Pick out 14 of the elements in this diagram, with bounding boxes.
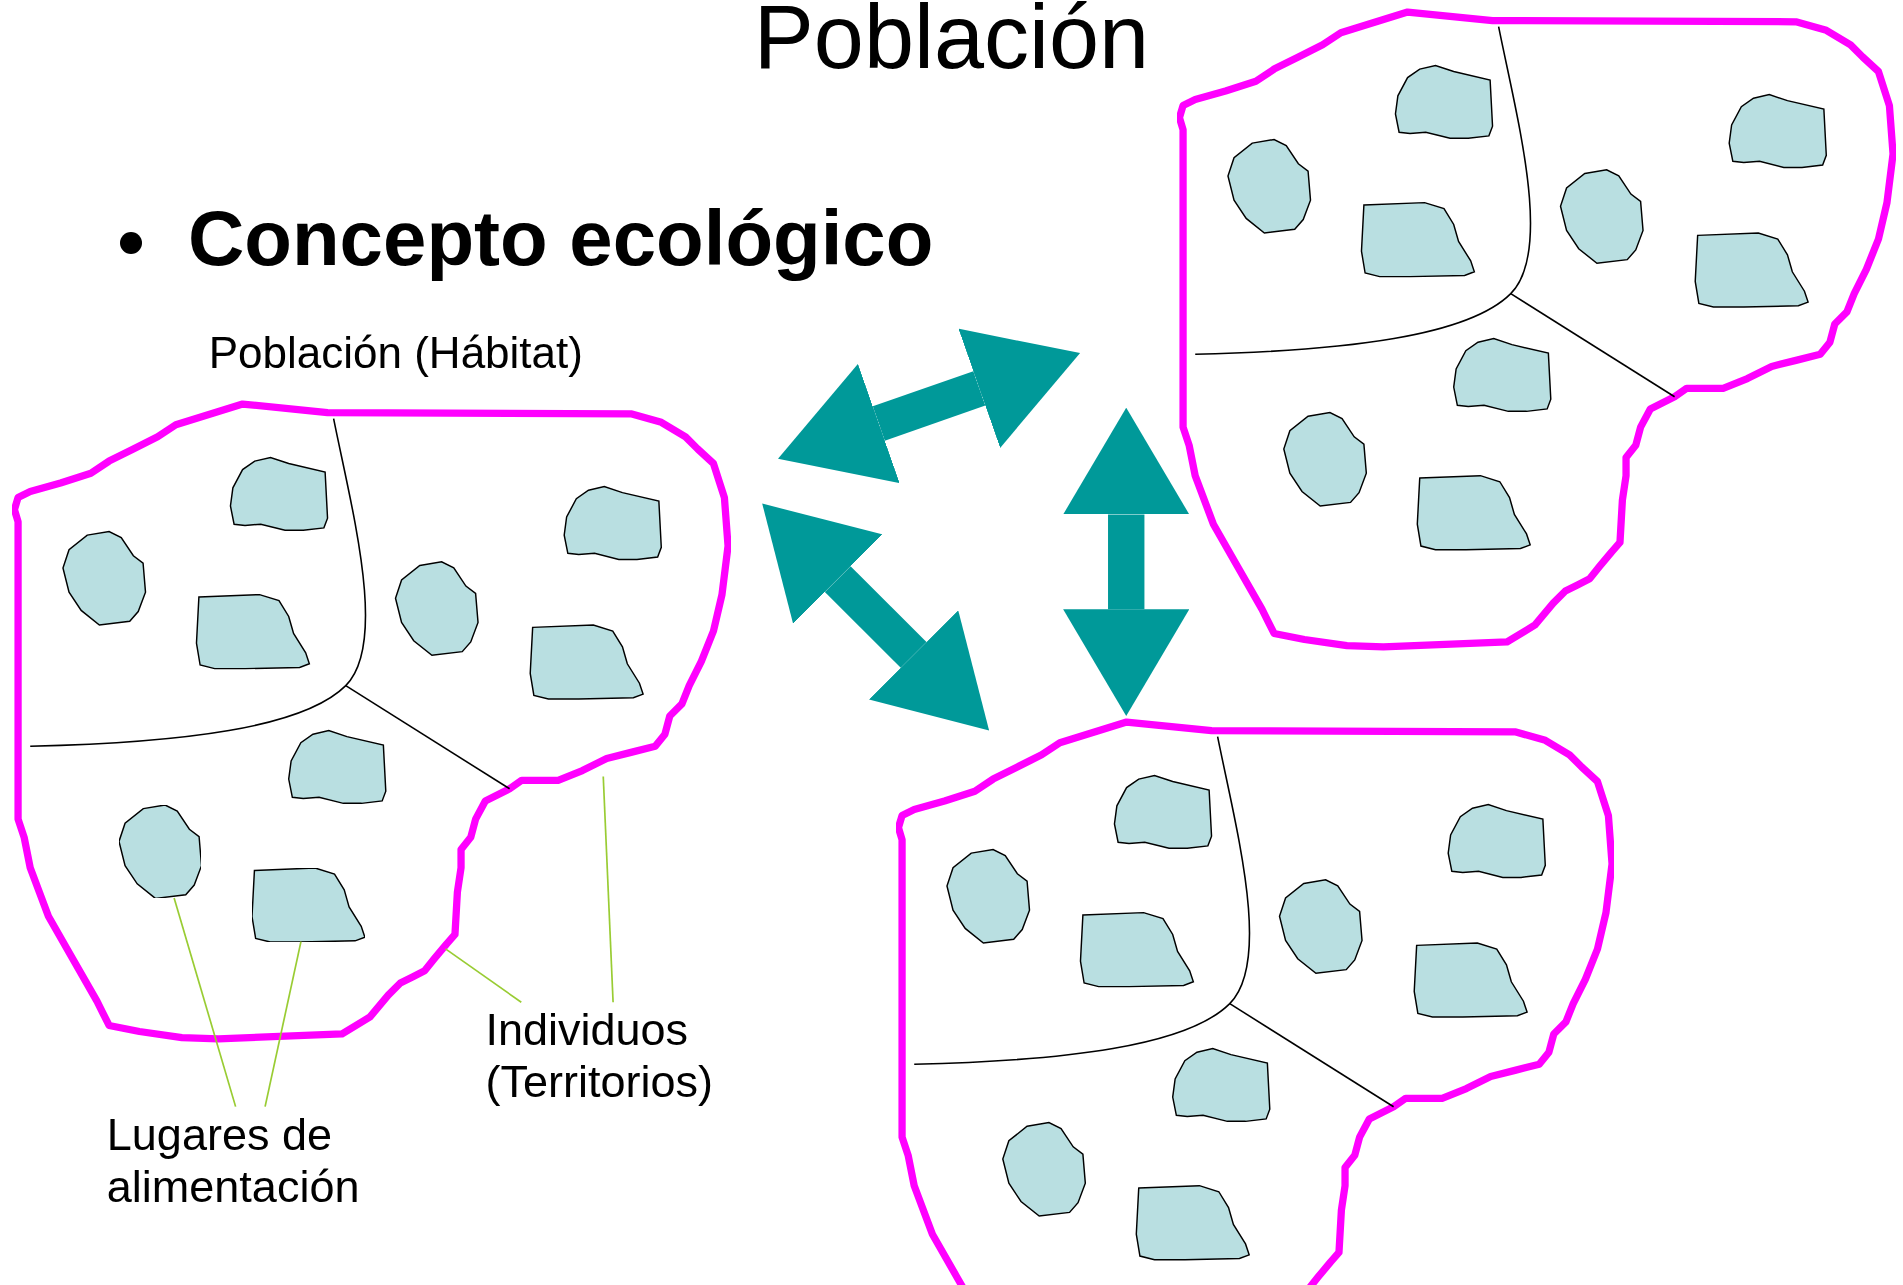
- double-arrow: [762, 503, 990, 731]
- double-arrow: [778, 328, 1081, 483]
- heading-label: Población (Hábitat): [208, 327, 583, 379]
- feeding-spot: [252, 867, 366, 942]
- callout-label: Individuos (Territorios): [485, 1002, 747, 1136]
- double-arrow: [1063, 407, 1190, 716]
- leader-line: [444, 948, 523, 1004]
- page-title: Población: [752, 0, 1151, 82]
- feeding-spot: [118, 804, 202, 899]
- callout-label: Lugares de alimentación: [106, 1106, 399, 1223]
- leader-line: [173, 897, 237, 1108]
- leader-line: [264, 940, 302, 1108]
- leader-line: [602, 775, 614, 1004]
- heading-label: Concepto ecológico: [188, 196, 934, 282]
